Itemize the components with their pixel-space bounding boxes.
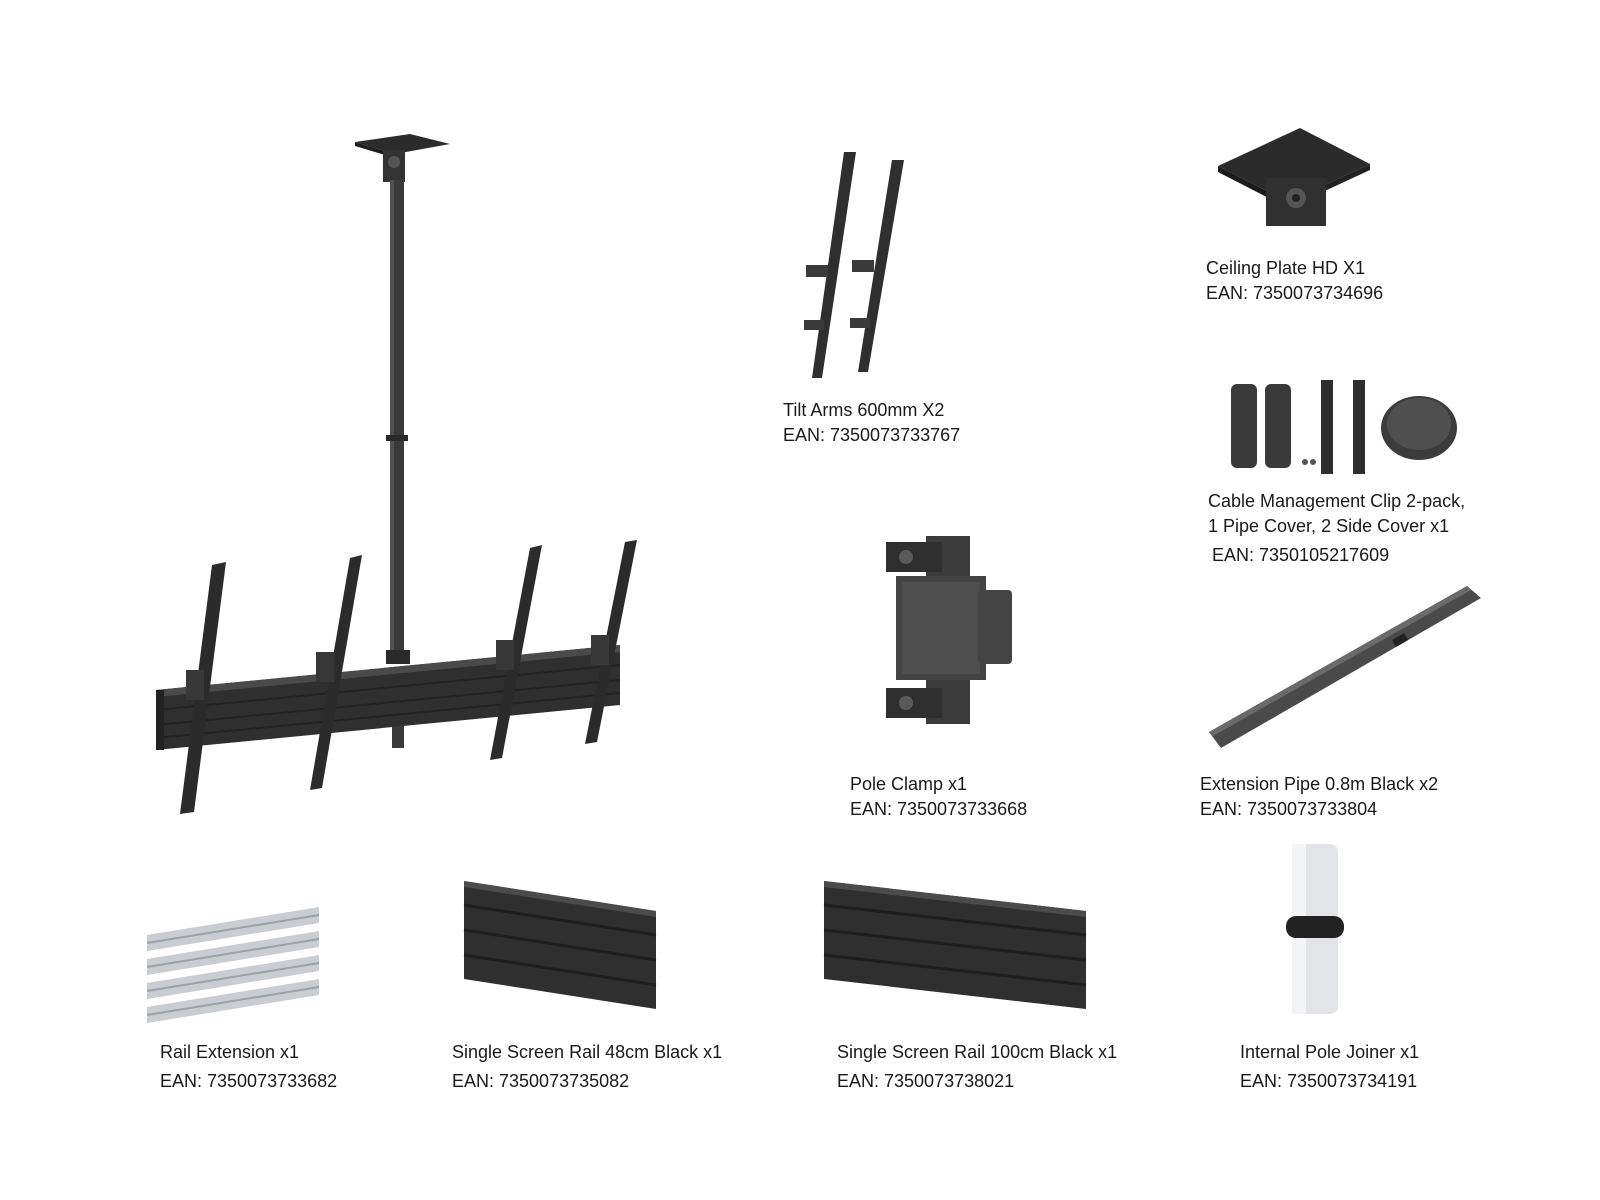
pole-clamp-ean: EAN: 7350073733668 <box>850 799 1028 819</box>
ceiling-plate-ean: EAN: 7350073734696 <box>1206 283 1384 303</box>
rail-48cm-caption: Single Screen Rail 48cm Black x1 EAN: 73… <box>452 1040 722 1094</box>
ceiling-plate-caption: Ceiling Plate HD X1 EAN: 7350073734696 <box>1206 256 1383 306</box>
extension-pipe-caption: Extension Pipe 0.8m Black x2 EAN: 735007… <box>1200 772 1438 822</box>
ceiling-plate-name: Ceiling Plate HD X1 <box>1206 258 1366 278</box>
rail-extension-ean: EAN: 7350073733682 <box>160 1071 338 1091</box>
rail-48cm-name: Single Screen Rail 48cm Black x1 <box>452 1042 723 1062</box>
cable-clips-name-line2: 1 Pipe Cover, 2 Side Cover x1 <box>1208 516 1450 536</box>
tilt-arms-caption: Tilt Arms 600mm X2 EAN: 7350073733767 <box>783 398 960 448</box>
extension-pipe-ean: EAN: 7350073733804 <box>1200 799 1378 819</box>
tilt-arms-image <box>804 152 904 378</box>
pole-joiner-name: Internal Pole Joiner x1 <box>1240 1042 1420 1062</box>
ceiling-plate-image <box>1218 128 1370 226</box>
cable-clips-ean: EAN: 7350105217609 <box>1212 545 1390 565</box>
pole-clamp-caption: Pole Clamp x1 EAN: 7350073733668 <box>850 772 1027 822</box>
rail-100cm-image <box>823 881 1087 1009</box>
rail-100cm-ean: EAN: 7350073738021 <box>837 1071 1015 1091</box>
pole-joiner-ean: EAN: 7350073734191 <box>1240 1071 1418 1091</box>
pole-clamp-image <box>886 536 1012 724</box>
cable-clips-caption: Cable Management Clip 2-pack, 1 Pipe Cov… <box>1208 489 1465 568</box>
rail-48cm-ean: EAN: 7350073735082 <box>452 1071 630 1091</box>
pole-joiner-image <box>1286 844 1344 1014</box>
extension-pipe-name: Extension Pipe 0.8m Black x2 <box>1200 774 1439 794</box>
tilt-arms-name: Tilt Arms 600mm X2 <box>783 400 945 420</box>
extension-pipe-image <box>1209 586 1481 748</box>
rail-100cm-caption: Single Screen Rail 100cm Black x1 EAN: 7… <box>837 1040 1117 1094</box>
cable-clips-name-line1: Cable Management Clip 2-pack, <box>1208 491 1466 511</box>
rail-48cm-image <box>463 881 657 1009</box>
rail-100cm-name: Single Screen Rail 100cm Black x1 <box>837 1042 1118 1062</box>
tilt-arms-ean: EAN: 7350073733767 <box>783 425 961 445</box>
rail-extension-image <box>146 907 320 1023</box>
assembled-ceiling-mount-image <box>155 134 637 814</box>
rail-extension-caption: Rail Extension x1 EAN: 7350073733682 <box>160 1040 337 1094</box>
cable-clips-image <box>1231 380 1457 474</box>
pole-clamp-name: Pole Clamp x1 <box>850 774 968 794</box>
rail-extension-name: Rail Extension x1 <box>160 1042 300 1062</box>
pole-joiner-caption: Internal Pole Joiner x1 EAN: 73500737341… <box>1240 1040 1419 1094</box>
